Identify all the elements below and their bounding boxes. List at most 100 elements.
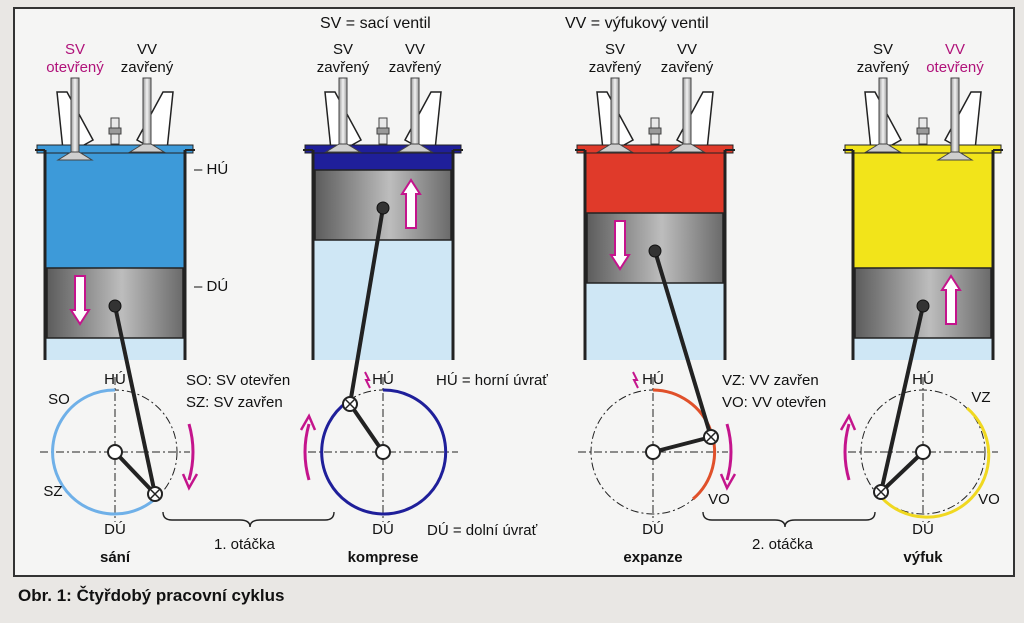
crankshaft-center <box>915 444 931 460</box>
rotation-arrow-head <box>719 473 737 491</box>
rotation-arrow <box>187 423 195 481</box>
side-label-du: – DÚ <box>194 278 228 295</box>
stroke-direction-arrow <box>69 275 91 326</box>
crank-label-top: HÚ <box>104 371 126 388</box>
crank-arm <box>348 402 385 454</box>
stroke-direction-arrow <box>940 274 962 325</box>
exhaust-valve-head <box>668 143 706 153</box>
crank-label-top: HÚ <box>912 371 934 388</box>
connecting-rod <box>113 305 157 495</box>
crank-pin-cross-b <box>149 488 161 500</box>
ignition-spark-icon <box>364 371 371 389</box>
valve-right-state: zavřený <box>389 59 442 76</box>
crank-pin-cross-b <box>344 398 356 410</box>
stroke-direction-arrow <box>609 220 631 271</box>
brace-revolution-2 <box>702 511 876 528</box>
intake-valve-stem <box>878 77 888 151</box>
crankshaft-center <box>645 444 661 460</box>
intake-valve-head <box>864 143 902 153</box>
valve-left-abbr: SV <box>333 41 353 58</box>
rotation-arrow-head <box>181 473 199 491</box>
stroke-arc <box>879 406 991 519</box>
gas-charge <box>585 150 725 213</box>
side-label-hu: – HÚ <box>194 161 228 178</box>
revolution-2-label: 2. otáčka <box>752 536 814 553</box>
label-vo: VO: VV otevřen <box>722 394 826 411</box>
valve-left-abbr: SV <box>605 41 625 58</box>
label-du: DÚ = dolní úvrať <box>427 522 538 539</box>
crank-label-vo: VO <box>978 491 1000 508</box>
brace-revolution-1 <box>162 511 335 528</box>
spark-plug-nut <box>376 127 390 135</box>
valve-left-state: zavřený <box>857 59 910 76</box>
valve-left-abbr: SV <box>65 41 85 58</box>
intake-valve-head <box>596 143 634 153</box>
valve-left-state: zavřený <box>317 59 370 76</box>
spark-plug-nut <box>108 127 122 135</box>
connecting-rod <box>879 305 925 493</box>
rotation-arrow <box>725 423 733 481</box>
valve-right-state: zavřený <box>661 59 714 76</box>
intake-valve-stem <box>70 77 80 159</box>
gas-charge <box>853 150 993 268</box>
crank-label-bottom: DÚ <box>104 521 126 538</box>
valve-right-state: otevřený <box>926 59 984 76</box>
label-so: SO: SV otevřen <box>186 372 290 389</box>
crank-label-top: HÚ <box>372 371 394 388</box>
valve-right-abbr: VV <box>945 41 965 58</box>
piston-pin <box>916 299 930 313</box>
figure-caption: Obr. 1: Čtyřdobý pracovní cyklus <box>18 586 285 605</box>
exhaust-valve-head <box>396 143 434 153</box>
piston <box>586 212 724 284</box>
stroke-name: výfuk <box>903 549 943 566</box>
valve-right-abbr: VV <box>677 41 697 58</box>
piston-pin <box>376 201 390 215</box>
spark-plug-nut <box>916 127 930 135</box>
label-hu: HÚ = horní úvrať <box>436 372 548 389</box>
legend-vv: VV = výfukový ventil <box>565 15 709 32</box>
crank-arm <box>113 450 157 496</box>
exhaust-valve-head <box>936 151 974 161</box>
stroke-name: expanze <box>623 549 682 566</box>
valve-right-abbr: VV <box>405 41 425 58</box>
valve-left-abbr: SV <box>873 41 893 58</box>
legend-sv: SV = sací ventil <box>320 15 431 32</box>
stroke-name: sání <box>100 549 131 566</box>
exhaust-valve-stem <box>950 77 960 159</box>
valve-right-abbr: VV <box>137 41 157 58</box>
connecting-rod <box>653 250 713 438</box>
exhaust-valve-stem <box>410 77 420 151</box>
rotation-arrow <box>843 423 851 481</box>
crank-arm <box>652 435 712 454</box>
crank-label-top: HÚ <box>642 371 664 388</box>
valve-left-state: zavřený <box>589 59 642 76</box>
exhaust-valve-stem <box>682 77 692 151</box>
crank-label-bottom: DÚ <box>642 521 664 538</box>
crank-pin-cross-b <box>875 486 887 498</box>
piston-pin <box>108 299 122 313</box>
intake-valve-stem <box>610 77 620 151</box>
gas-charge <box>45 150 185 268</box>
ignition-spark-icon <box>632 371 639 389</box>
stroke-direction-arrow <box>400 178 422 229</box>
label-vz: VZ: VV zavřen <box>722 372 819 389</box>
crank-label-bottom: DÚ <box>372 521 394 538</box>
stroke-name: komprese <box>348 549 419 566</box>
exhaust-valve-head <box>128 143 166 153</box>
intake-valve-stem <box>338 77 348 151</box>
exhaust-valve-stem <box>142 77 152 151</box>
spark-plug-nut <box>648 127 662 135</box>
cylinder-head-gasket <box>36 144 194 154</box>
rotation-arrow-head <box>839 413 857 431</box>
intake-valve-head <box>56 151 94 161</box>
crankshaft-center <box>375 444 391 460</box>
connecting-rod <box>348 207 385 405</box>
crank-arm <box>879 450 925 494</box>
piston-pin <box>648 244 662 258</box>
